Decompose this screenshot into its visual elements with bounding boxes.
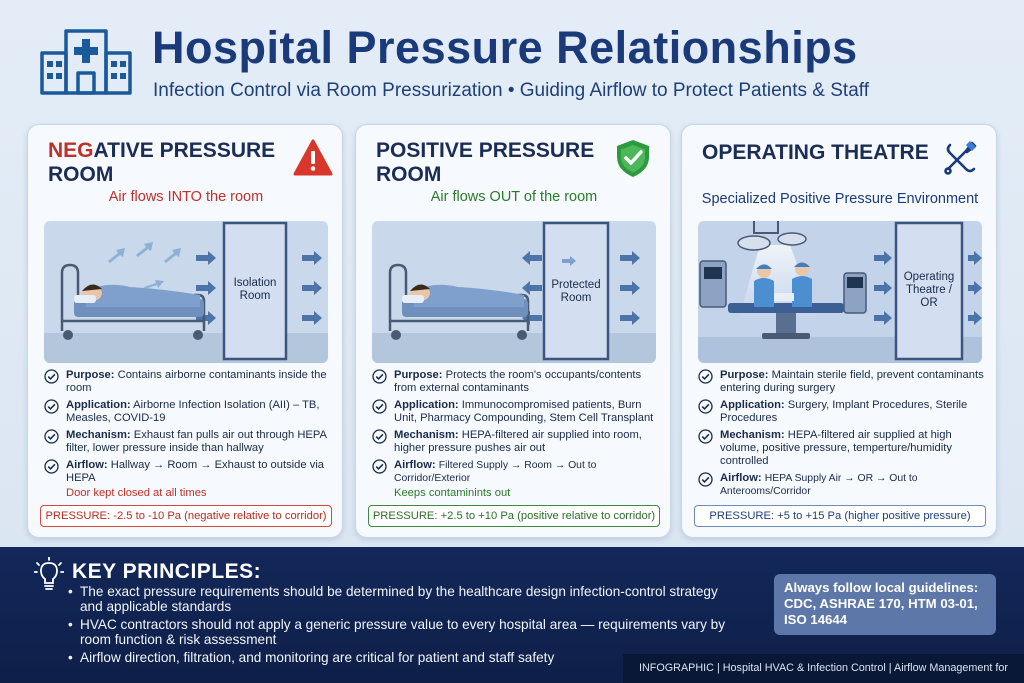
card-subtitle: Air flows INTO the room xyxy=(108,189,264,205)
negative-pressure-card: NEGATIVE PRESSURE ROOM Air flows INTO th… xyxy=(27,124,343,538)
list-item: HVAC contractors should not apply a gene… xyxy=(68,617,728,647)
check-circle-icon xyxy=(44,369,59,384)
check-circle-icon xyxy=(372,459,387,474)
surgical-tools-icon xyxy=(944,141,977,175)
positive-pressure-card: POSITIVE PRESSURE ROOM Air flows OUT of … xyxy=(355,124,671,538)
list-item: Application: Immunocompromised patients,… xyxy=(372,399,662,425)
page-title: Hospital Pressure Relationships xyxy=(152,22,858,73)
check-circle-icon xyxy=(698,472,713,487)
key-principles-list: The exact pressure requirements should b… xyxy=(68,584,728,668)
operating-theatre-illustration: Operating Theatre / OR xyxy=(698,221,982,363)
check-circle-icon xyxy=(698,429,713,444)
header: Hospital Pressure Relationships Infectio… xyxy=(0,0,1024,118)
list-item: Application: Airborne Infection Isolatio… xyxy=(44,399,334,425)
contaminants-note: Keeps contaminints out xyxy=(394,487,511,499)
list-item: Purpose: Maintain sterile field, prevent… xyxy=(698,369,988,395)
list-item: Airflow: Hallway → Room → Exhaust to out… xyxy=(44,459,334,485)
operating-points-list: Purpose: Maintain sterile field, prevent… xyxy=(698,369,988,502)
room-label: Operating Theatre / OR xyxy=(903,271,955,309)
room-label: Isolation Room xyxy=(233,277,277,302)
list-item: The exact pressure requirements should b… xyxy=(68,584,728,614)
check-circle-icon xyxy=(372,399,387,414)
hospital-building-icon xyxy=(40,29,132,95)
operating-theatre-card: OPERATING THEATRE Specialized Positive P… xyxy=(681,124,997,538)
negative-points-list: Purpose: Contains airborne contaminants … xyxy=(44,369,334,500)
key-principles-title: KEY PRINCIPLES: xyxy=(72,560,262,583)
card-subtitle: Specialized Positive Pressure Environmen… xyxy=(701,191,979,207)
list-item: Purpose: Contains airborne contaminants … xyxy=(44,369,334,395)
check-circle-icon xyxy=(44,429,59,444)
check-circle-icon xyxy=(372,429,387,444)
check-circle-icon xyxy=(698,369,713,384)
pressure-badge: PRESSURE: +2.5 to +10 Pa (positive relat… xyxy=(368,505,660,527)
list-item: Airflow: Filtered Supply → Room → Out to… xyxy=(372,459,662,485)
list-item: Purpose: Protects the room's occupants/c… xyxy=(372,369,662,395)
list-item: Mechanism: Exhaust fan pulls air out thr… xyxy=(44,429,334,455)
warning-icon xyxy=(293,139,333,176)
list-item: Mechanism: HEPA-filtered air supplied at… xyxy=(698,429,988,468)
key-principles-panel: KEY PRINCIPLES: The exact pressure requi… xyxy=(0,547,1024,683)
list-item: Airflow direction, filtration, and monit… xyxy=(68,650,728,665)
list-item: Airflow: HEPA Supply Air → OR → Out to A… xyxy=(698,472,988,498)
check-circle-icon xyxy=(698,399,713,414)
pressure-badge: PRESSURE: +5 to +15 Pa (higher positive … xyxy=(694,505,986,527)
card-title: OPERATING THEATRE xyxy=(702,141,929,164)
guidelines-box: Always follow local guidelines: CDC, ASH… xyxy=(774,574,996,635)
positive-points-list: Purpose: Protects the room's occupants/c… xyxy=(372,369,662,500)
footer-caption: INFOGRAPHIC | Hospital HVAC & Infection … xyxy=(623,654,1024,683)
check-circle-icon xyxy=(44,399,59,414)
room-label: Protected Room xyxy=(551,279,601,304)
check-circle-icon xyxy=(44,459,59,474)
lightbulb-icon xyxy=(34,557,64,590)
list-item: Mechanism: HEPA-filtered air supplied in… xyxy=(372,429,662,455)
shield-check-icon xyxy=(617,140,649,177)
check-circle-icon xyxy=(372,369,387,384)
isolation-room-illustration: Isolation Room xyxy=(44,221,328,363)
pressure-badge: PRESSURE: -2.5 to -10 Pa (negative relat… xyxy=(40,505,332,527)
card-subtitle: Air flows OUT of the room xyxy=(430,189,598,205)
page-subtitle: Infection Control via Room Pressurizatio… xyxy=(153,80,869,101)
card-title: NEGATIVE PRESSURE ROOM xyxy=(48,139,276,186)
door-note: Door kept closed at all times xyxy=(66,487,207,499)
card-title: POSITIVE PRESSURE ROOM xyxy=(376,139,595,186)
protected-room-illustration: Protected Room xyxy=(372,221,656,363)
list-item: Application: Surgery, Implant Procedures… xyxy=(698,399,988,425)
